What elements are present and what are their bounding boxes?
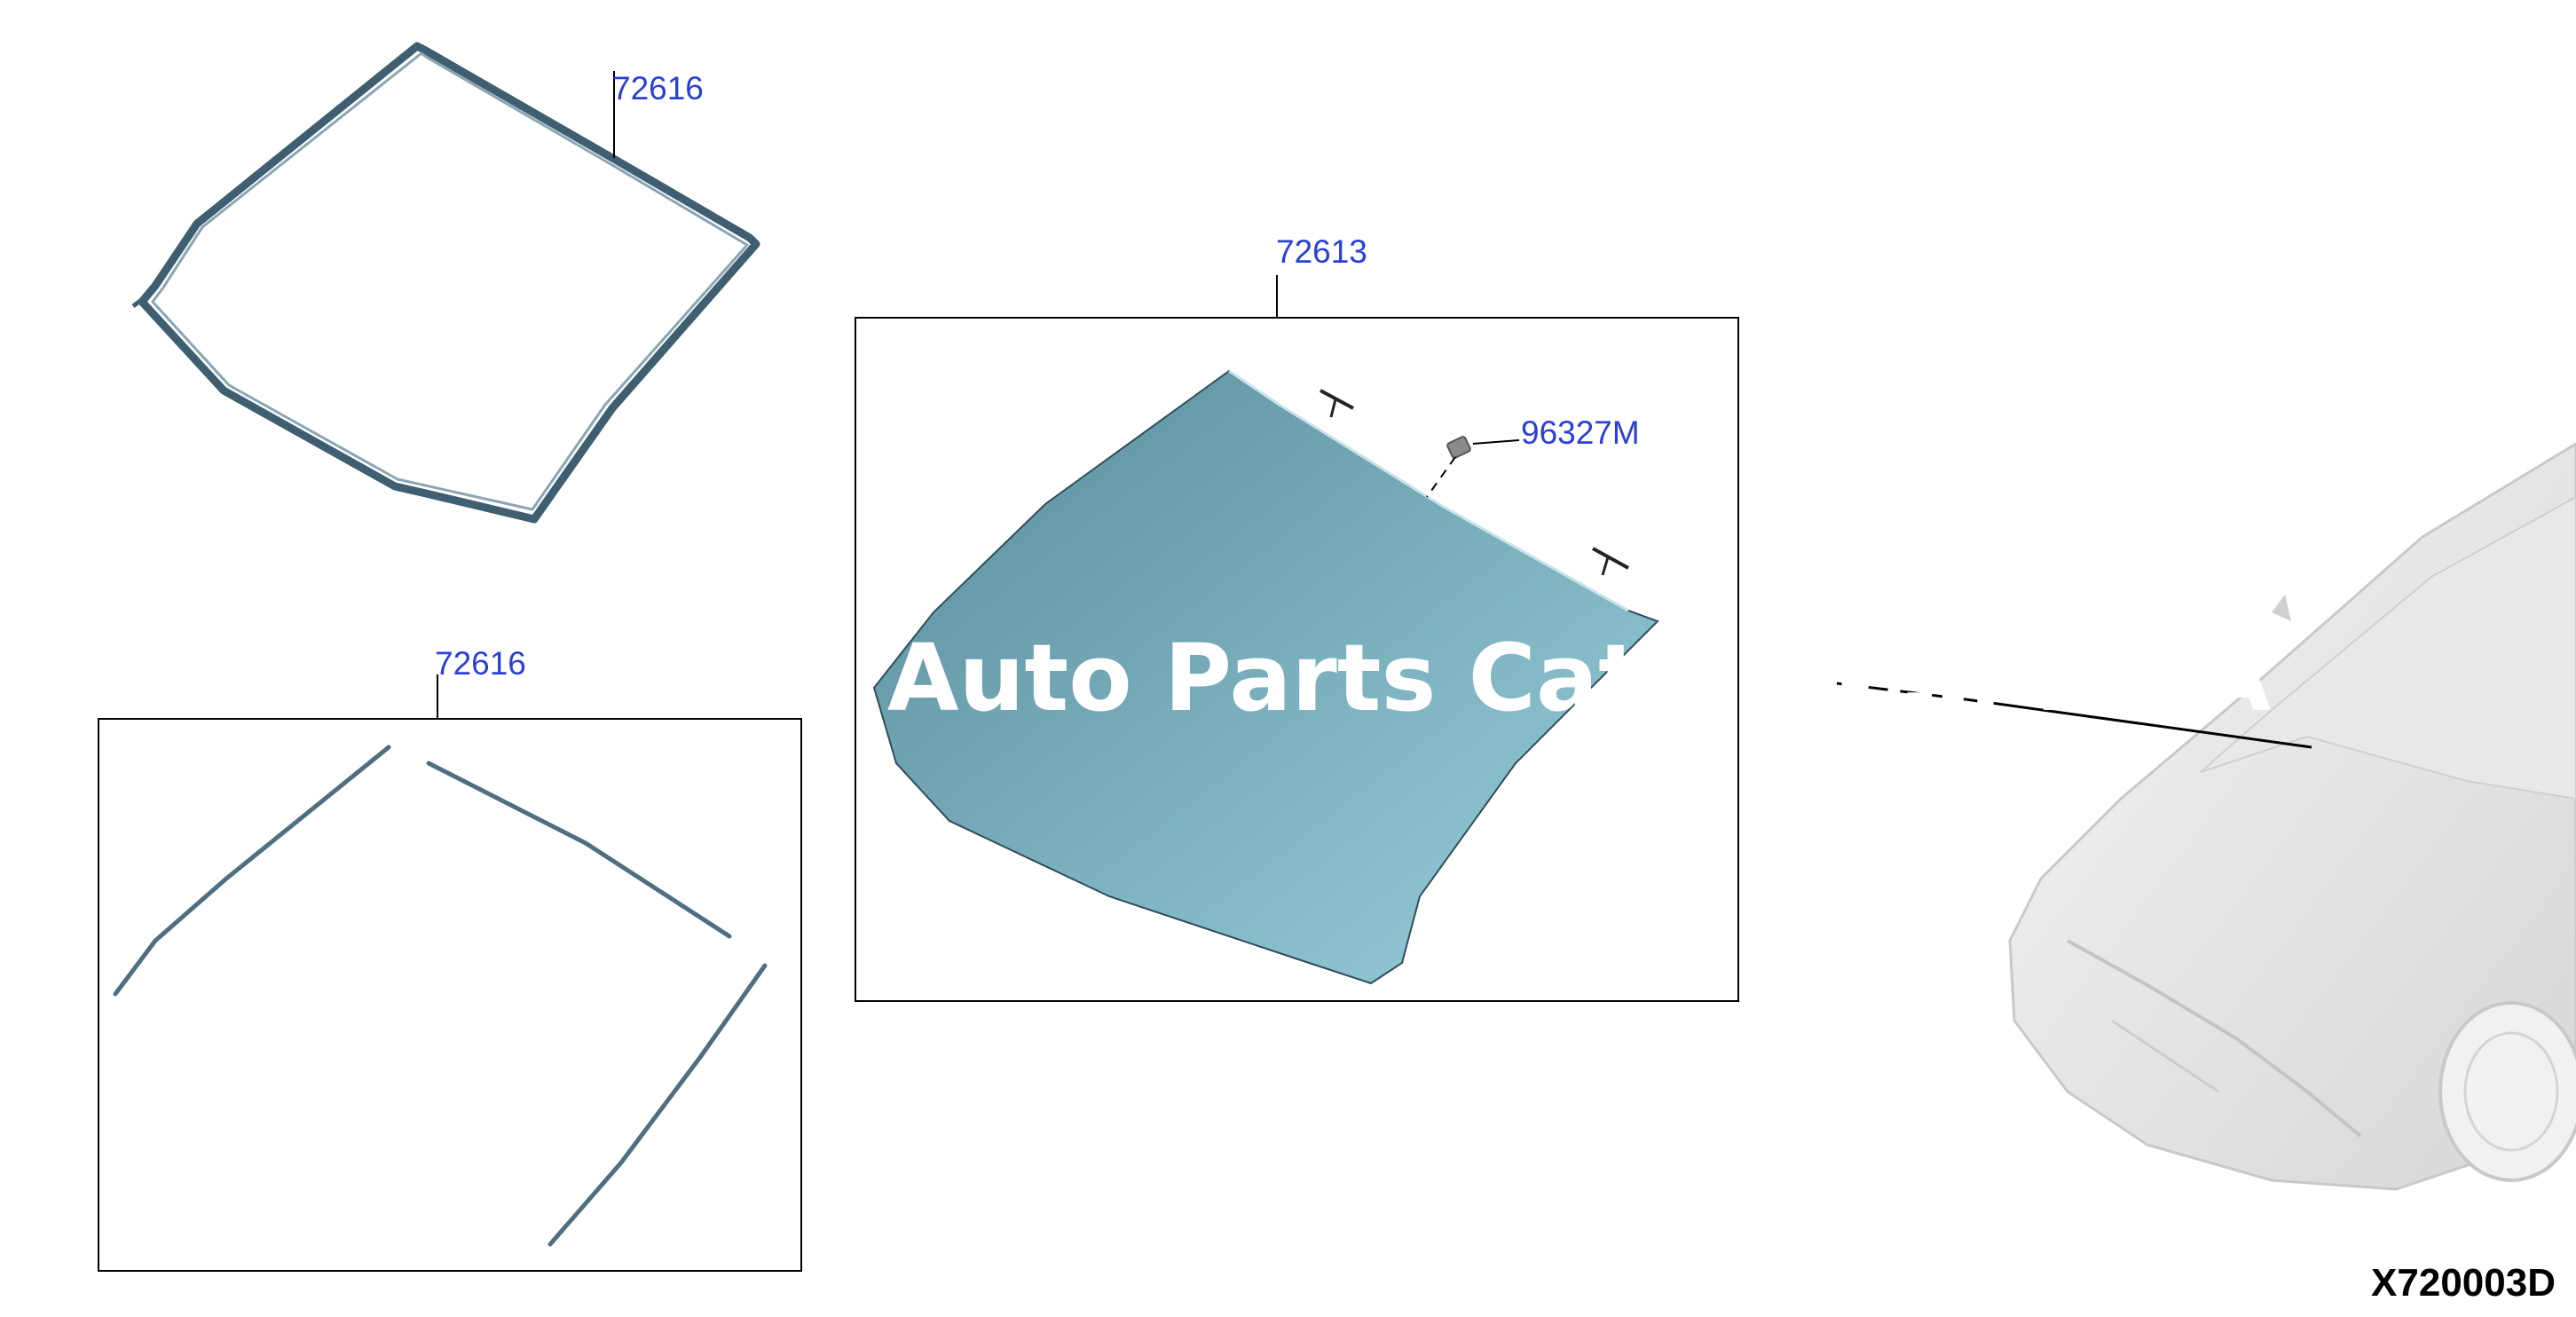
clip-icon	[1320, 389, 1354, 418]
part-number-label: 96327M	[1521, 414, 1640, 451]
windshield-seal-illustration	[131, 42, 760, 524]
figure-code: X720003D	[2371, 1261, 2556, 1305]
vehicle-location-illustration	[2008, 442, 2576, 1191]
windshield-box	[855, 275, 1739, 1002]
part-number-label: 72616	[435, 645, 526, 682]
part-number-label: 72613	[1276, 233, 1367, 270]
location-leader-line	[1836, 682, 2312, 749]
callout-96327M: 96327M	[1472, 414, 1640, 451]
clip-icon	[1592, 547, 1629, 576]
watermark-text: Auto Parts Catalog ... E.SA	[887, 624, 2271, 732]
callout-72616-top: 72616	[612, 70, 704, 158]
sensor-icon	[1426, 436, 1471, 498]
part-number-label: 72616	[612, 70, 704, 106]
windshield-glass-illustration	[872, 369, 1659, 985]
molding-set-box	[98, 674, 802, 1272]
